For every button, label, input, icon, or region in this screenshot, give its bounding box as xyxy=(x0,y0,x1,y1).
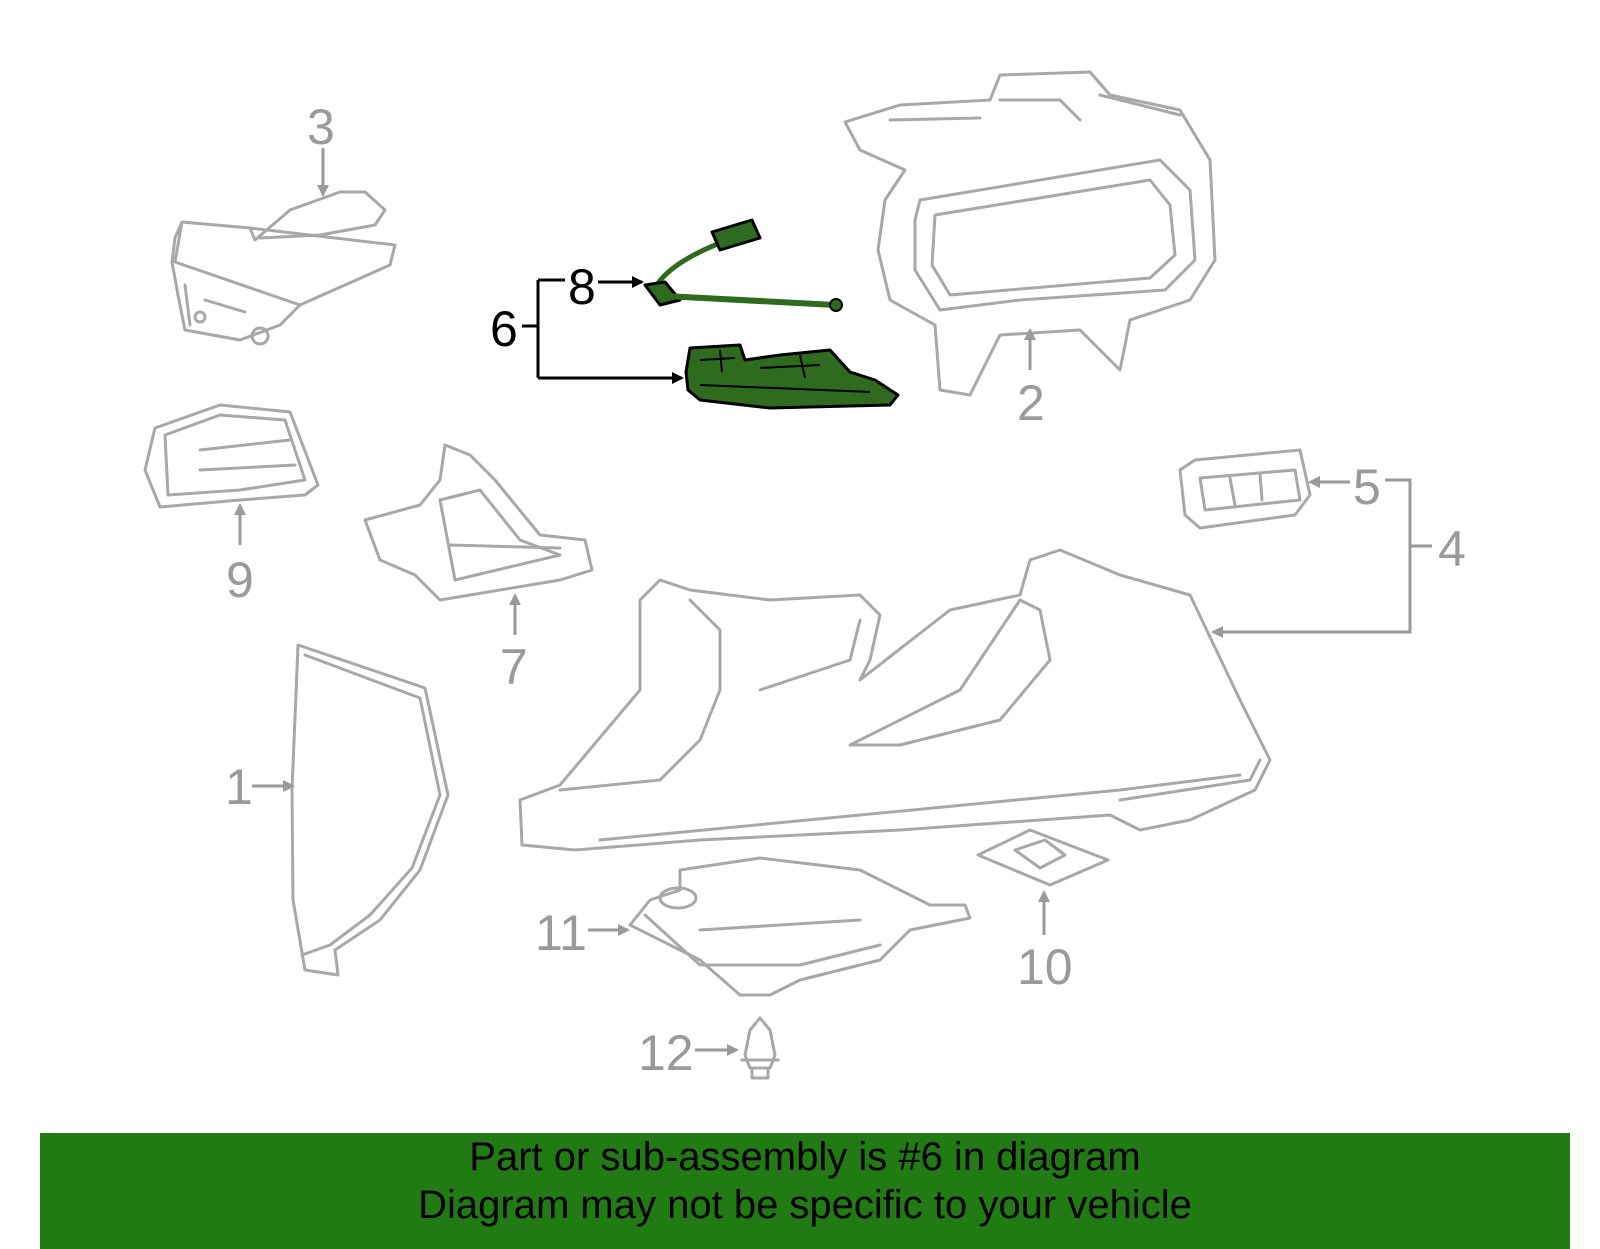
callout-8: 8 xyxy=(568,259,596,315)
part-7-trim-bracket[interactable] xyxy=(363,443,594,602)
callout-4: 4 xyxy=(1438,521,1466,577)
banner-line-1: Part or sub-assembly is #6 in diagram xyxy=(469,1135,1141,1179)
callout-12: 12 xyxy=(638,1025,694,1081)
part-12-push-pin[interactable] xyxy=(740,1016,780,1080)
part-8-wire-harness[interactable] xyxy=(643,218,843,312)
info-banner: Part or sub-assembly is #6 in diagram Di… xyxy=(40,1133,1570,1249)
part-6-module[interactable] xyxy=(684,343,900,410)
callout-5: 5 xyxy=(1353,459,1381,515)
parts-diagram xyxy=(143,70,1432,1080)
callout-2: 2 xyxy=(1017,375,1045,431)
part-4-console[interactable] xyxy=(518,548,1272,852)
callout-10: 10 xyxy=(1017,939,1073,995)
callout-3: 3 xyxy=(307,99,335,155)
part-10-clip[interactable] xyxy=(976,828,1110,887)
callout-7: 7 xyxy=(500,639,528,695)
part-5-switch[interactable] xyxy=(1178,448,1312,530)
callout-11: 11 xyxy=(535,905,587,961)
part-2-cluster-bezel[interactable] xyxy=(843,70,1217,397)
part-11-tray[interactable] xyxy=(628,856,972,997)
callout-1: 1 xyxy=(225,759,253,815)
banner-line-2: Diagram may not be specific to your vehi… xyxy=(418,1183,1192,1227)
part-9-left-vent[interactable] xyxy=(143,403,320,509)
leader-4 xyxy=(1211,478,1412,638)
part-1-side-panel[interactable] xyxy=(290,643,450,977)
callout-6: 6 xyxy=(490,301,518,357)
callout-9: 9 xyxy=(226,552,254,608)
part-3-vent-bezel[interactable] xyxy=(170,190,397,346)
